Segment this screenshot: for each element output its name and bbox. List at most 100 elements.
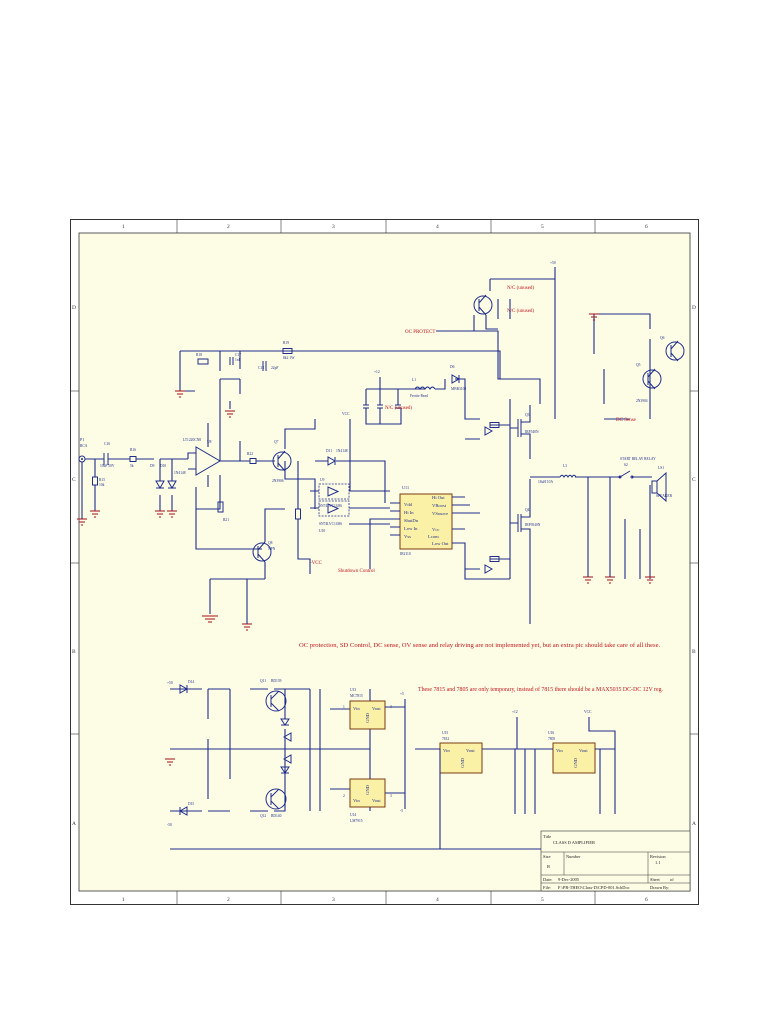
ground-symbol [167, 510, 177, 518]
svg-text:MC7815: MC7815 [350, 694, 363, 698]
svg-text:2N3906: 2N3906 [272, 479, 284, 483]
regulator-u15: U15 7812 Vin Vout GND [439, 731, 483, 774]
svg-text:U15: U15 [442, 731, 448, 735]
net-plus12-b: +12 [512, 710, 518, 714]
note-implementation: OC protection, SD Control, DC sense, OV … [299, 642, 661, 649]
svg-text:Q8: Q8 [268, 541, 273, 545]
net-plus50: +50 [550, 261, 556, 265]
svg-text:GND: GND [365, 784, 370, 795]
net-dc-sense: DC Sense [616, 418, 637, 423]
svg-text:Q4: Q4 [525, 508, 530, 512]
svg-text:R22: R22 [247, 452, 253, 456]
svg-text:Vin: Vin [353, 706, 360, 711]
svg-text:GND: GND [460, 757, 465, 768]
svg-text:7812: 7812 [442, 737, 449, 741]
col-label: 3 [332, 897, 335, 903]
title-block: Title CLASS D AMPLIFIER Size B Number Re… [540, 830, 691, 892]
svg-text:C17: C17 [235, 353, 241, 357]
svg-text:LT1220CN8: LT1220CN8 [183, 438, 201, 442]
logic-gate-u9: U9 SN74LVC1G86 [318, 478, 350, 508]
col-label: 5 [541, 224, 544, 230]
transistor-q9 [473, 294, 493, 316]
trimmer-pot-2: R21 [217, 501, 229, 522]
svg-text:B: B [547, 864, 550, 869]
svg-text:IR2110: IR2110 [400, 552, 411, 556]
row-label: C [692, 477, 696, 483]
col-label: 6 [645, 897, 648, 903]
svg-text:Low Out: Low Out [432, 541, 449, 546]
svg-text:IRF9540N: IRF9540N [525, 523, 541, 527]
col-label: 4 [436, 224, 439, 230]
svg-text:D6: D6 [450, 365, 455, 369]
svg-text:D11: D11 [326, 449, 332, 453]
nc-label: N/C (unused) [507, 286, 534, 291]
ground-symbol [202, 615, 218, 623]
svg-text:10uF 50V: 10uF 50V [100, 464, 115, 468]
svg-text:Revision: Revision [650, 854, 666, 859]
svg-text:Vout: Vout [372, 798, 381, 803]
svg-text:D9: D9 [150, 464, 155, 468]
ground-symbol [225, 410, 235, 418]
diode-d14: D14 [179, 680, 194, 694]
svg-text:U8: U8 [207, 440, 212, 444]
ground-symbol [165, 758, 175, 766]
svg-text:GND: GND [365, 712, 370, 723]
svg-text:1: 1 [343, 705, 345, 709]
row-label: B [692, 649, 696, 655]
net-vcc-b: VCC [584, 710, 592, 714]
svg-text:U16: U16 [548, 731, 554, 735]
svg-text:VSource: VSource [432, 511, 448, 516]
diode-d10: D10 1N4148 [160, 464, 186, 490]
svg-text:Vout: Vout [466, 748, 475, 753]
svg-text:2: 2 [343, 794, 345, 798]
svg-text:Size: Size [543, 854, 551, 859]
net-minus5: -5 [400, 809, 403, 813]
svg-text:Q5: Q5 [636, 363, 641, 367]
svg-text:BD139: BD139 [271, 679, 282, 683]
svg-text:U14: U14 [350, 813, 356, 817]
svg-text:1N4148: 1N4148 [174, 471, 186, 475]
transistor-q12: Q12 BD140 [260, 788, 287, 818]
svg-text:U10: U10 [319, 529, 325, 533]
resistor-r19: R19 8k2 1W [282, 341, 295, 360]
transistor-q5: Q5 2N3904 [636, 363, 662, 403]
svg-text:10k: 10k [99, 483, 105, 487]
svg-text:R16: R16 [130, 448, 136, 452]
svg-text:Date:: Date: [543, 877, 553, 882]
col-label: 5 [541, 897, 544, 903]
opamp-u8: LT1220CN8 U8 [183, 438, 221, 476]
svg-text:S2: S2 [624, 463, 628, 467]
net-plus12: +12 [374, 370, 380, 374]
svg-text:Q3: Q3 [525, 413, 530, 417]
svg-text:Vdd: Vdd [404, 502, 413, 507]
svg-text:D15: D15 [188, 802, 194, 806]
svg-text:Vss: Vss [404, 534, 411, 539]
speaker-ls1: LS1 SPEAKER [651, 466, 673, 503]
col-label: 1 [122, 224, 125, 230]
inductor-l1: L1 Ferrite Bead [410, 378, 436, 398]
svg-text:F:\PR-THEO\Class-D\CPD-001.Sch: F:\PR-THEO\Class-D\CPD-001.SchDoc [558, 885, 630, 890]
svg-text:of: of [670, 877, 674, 882]
svg-text:GND: GND [573, 757, 578, 768]
col-label: 2 [227, 224, 230, 230]
transistor-q6: Q6 [660, 336, 685, 362]
zener-d9: D9 [150, 464, 165, 490]
ground-symbol [155, 510, 165, 518]
svg-text:L1: L1 [412, 378, 416, 382]
svg-text:SN74LVC1G86: SN74LVC1G86 [319, 522, 342, 526]
svg-text:U13: U13 [350, 688, 356, 692]
svg-text:MBR3100: MBR3100 [451, 387, 466, 391]
col-label: 2 [227, 897, 230, 903]
svg-text:ShutDn: ShutDn [404, 518, 419, 523]
regulator-u13: U13 MC7815 Vin Vout GND 1 3 [343, 688, 392, 730]
row-label: C [72, 477, 76, 483]
svg-text:File:: File: [543, 885, 551, 890]
schematic-sheet: 1 2 3 4 5 6 1 2 3 4 5 6 D C B A D C B A … [70, 219, 699, 905]
row-label: A [692, 821, 696, 827]
net-vcc: VCC [342, 412, 350, 416]
row-label: A [72, 821, 76, 827]
inductor-l3: L3 18uH 10A [538, 464, 577, 484]
svg-text:Vcc: Vcc [432, 527, 439, 532]
logic-gate-u10: SN74LVC1G86 U10 [318, 500, 350, 533]
col-label: 1 [122, 897, 125, 903]
